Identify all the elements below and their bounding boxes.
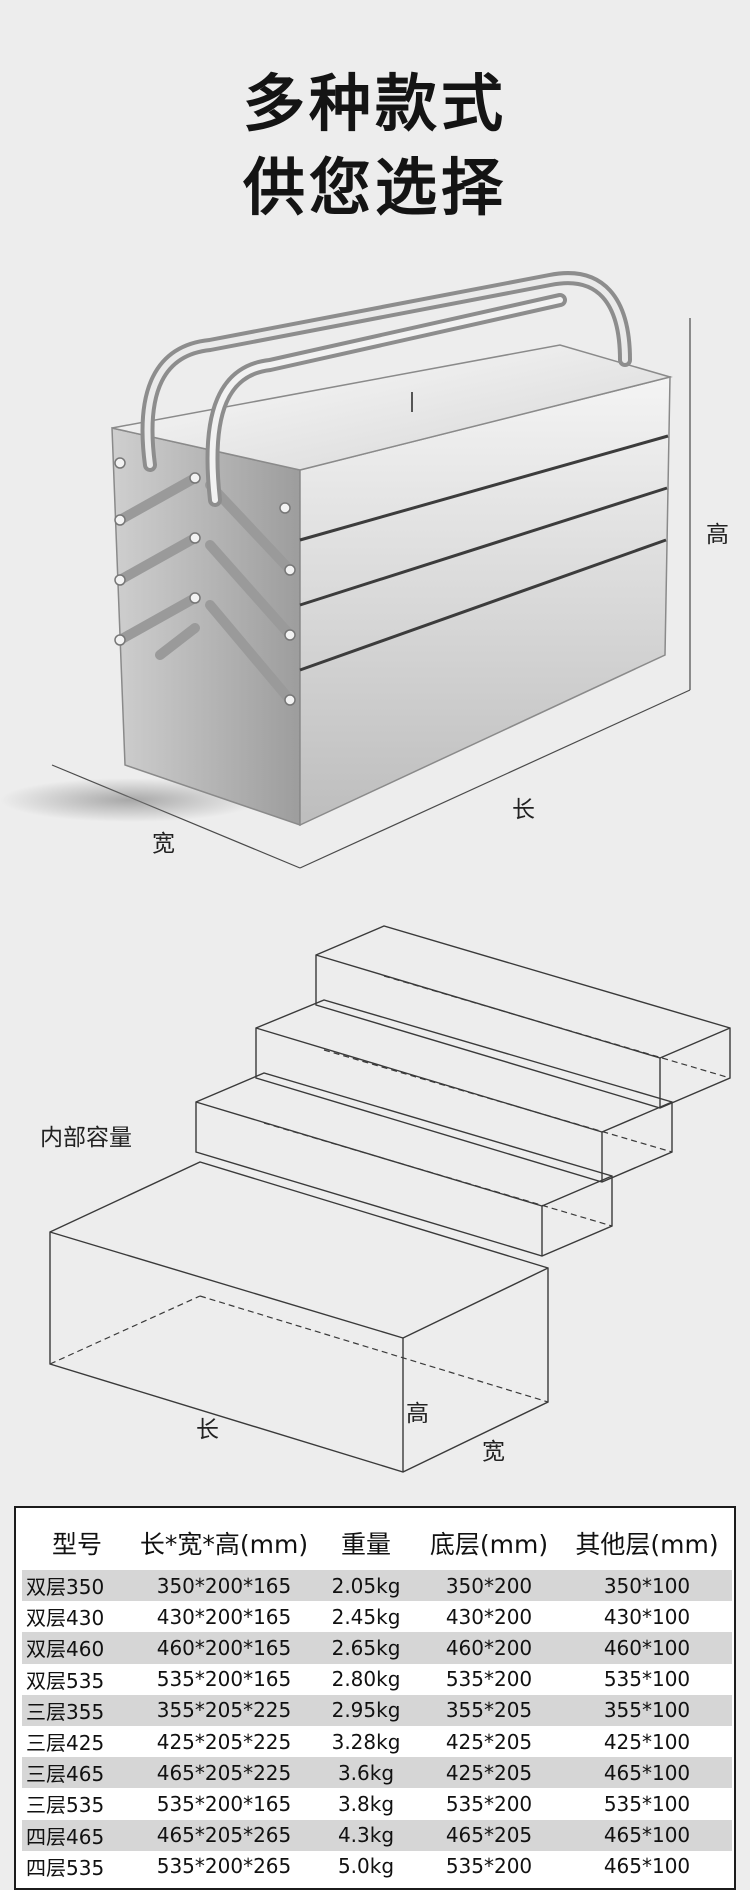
header-model: 型号 (51, 1530, 102, 1559)
cell-weight: 3.6kg (316, 1757, 416, 1789)
header-dimensions: 长*宽*高(mm) (139, 1530, 309, 1559)
cell-dimensions: 535*200*265 (156, 1854, 292, 1879)
cell-other-layers: 430*100 (603, 1604, 691, 1629)
cell-other-layers: 535*100 (603, 1667, 691, 1692)
table-row: 双层535 535*200*165 2.80kg 535*200 535*100 (22, 1664, 732, 1695)
cell-weight: 3.8kg (337, 1791, 395, 1816)
hidden-edges (49, 975, 731, 1403)
cell-other-layers: 465*100 (562, 1819, 732, 1851)
table-row: 三层425 425*205*225 3.28kg 425*205 425*100 (22, 1726, 732, 1757)
cell-bottom-layer: 535*200 (445, 1667, 533, 1692)
height-label: 高 (706, 522, 729, 548)
cell-model: 双层460 (22, 1632, 132, 1664)
cell-dimensions: 350*200*165 (132, 1570, 316, 1602)
tray-outlines (49, 925, 731, 1473)
table-row: 三层535 535*200*165 3.8kg 535*200 535*100 (22, 1788, 732, 1819)
cell-dimensions: 465*205*265 (132, 1819, 316, 1851)
cell-weight: 2.95kg (316, 1694, 416, 1726)
width-label: 宽 (152, 831, 175, 857)
cell-other-layers: 465*100 (603, 1854, 691, 1879)
cell-bottom-layer: 425*205 (445, 1729, 533, 1754)
cell-dimensions: 535*200*165 (156, 1667, 292, 1692)
table-row: 双层350 350*200*165 2.05kg 350*200 350*100 (22, 1570, 732, 1602)
internal-width-label: 宽 (482, 1439, 505, 1465)
cell-model: 三层425 (26, 1731, 105, 1756)
cell-other-layers: 460*100 (562, 1632, 732, 1664)
cell-bottom-layer: 535*200 (445, 1854, 533, 1879)
table-header-row: 型号 长*宽*高(mm) 重量 底层(mm) 其他层(mm) (22, 1516, 732, 1570)
table-row: 双层460 460*200*165 2.65kg 460*200 460*100 (22, 1632, 732, 1664)
cell-bottom-layer: 465*205 (416, 1819, 562, 1851)
internal-capacity-diagram (49, 925, 731, 1473)
cell-other-layers: 465*100 (562, 1757, 732, 1789)
header-bottom-layer: 底层(mm) (429, 1530, 549, 1559)
cell-bottom-layer: 460*200 (416, 1632, 562, 1664)
table-row: 三层355 355*205*225 2.95kg 355*205 355*100 (22, 1694, 732, 1726)
cell-model: 双层535 (26, 1668, 105, 1693)
cell-bottom-layer: 425*205 (416, 1757, 562, 1789)
header-other-layers: 其他层(mm) (575, 1530, 719, 1559)
headline-line-2: 供您选择 (242, 151, 507, 224)
cell-dimensions: 465*205*225 (132, 1757, 316, 1789)
table-row: 三层465 465*205*225 3.6kg 425*205 465*100 (22, 1757, 732, 1789)
cell-dimensions: 460*200*165 (132, 1632, 316, 1664)
cell-bottom-layer: 430*200 (445, 1604, 533, 1629)
cell-bottom-layer: 355*205 (416, 1694, 562, 1726)
cell-dimensions: 430*200*165 (156, 1604, 292, 1629)
internal-capacity-title: 内部容量 (40, 1125, 132, 1151)
toolbox-illustration (0, 271, 691, 869)
cell-dimensions: 355*205*225 (132, 1694, 316, 1726)
cell-model: 双层430 (26, 1606, 105, 1631)
internal-height-label: 高 (406, 1401, 429, 1427)
cell-weight: 4.3kg (316, 1819, 416, 1851)
cell-bottom-layer: 350*200 (416, 1570, 562, 1602)
cell-weight: 2.45kg (331, 1604, 401, 1629)
cell-other-layers: 355*100 (562, 1694, 732, 1726)
table-row: 双层430 430*200*165 2.45kg 430*200 430*100 (22, 1601, 732, 1632)
internal-length-label: 长 (196, 1417, 219, 1443)
cell-weight: 3.28kg (331, 1729, 401, 1754)
header-weight: 重量 (340, 1530, 391, 1559)
cell-other-layers: 425*100 (603, 1729, 691, 1754)
headline: 多种款式 供您选择 (0, 62, 750, 230)
cell-other-layers: 350*100 (562, 1570, 732, 1602)
cell-model: 三层355 (22, 1694, 132, 1726)
cell-model: 三层535 (26, 1793, 105, 1818)
spec-table: 型号 长*宽*高(mm) 重量 底层(mm) 其他层(mm) 双层350 350… (14, 1506, 736, 1890)
length-label: 长 (512, 797, 535, 823)
cell-model: 四层535 (26, 1855, 105, 1880)
headline-line-1: 多种款式 (242, 67, 507, 140)
cell-weight: 2.65kg (316, 1632, 416, 1664)
cell-weight: 2.80kg (331, 1667, 401, 1692)
cell-dimensions: 535*200*165 (156, 1791, 292, 1816)
cell-weight: 5.0kg (337, 1854, 395, 1879)
cell-model: 三层465 (22, 1757, 132, 1789)
cell-other-layers: 535*100 (603, 1791, 691, 1816)
cell-model: 双层350 (22, 1570, 132, 1602)
cell-bottom-layer: 535*200 (445, 1791, 533, 1816)
table-row: 四层465 465*205*265 4.3kg 465*205 465*100 (22, 1819, 732, 1851)
cell-model: 四层465 (22, 1819, 132, 1851)
cell-dimensions: 425*205*225 (156, 1729, 292, 1754)
cell-weight: 2.05kg (316, 1570, 416, 1602)
table-row: 四层535 535*200*265 5.0kg 535*200 465*100 (22, 1851, 732, 1882)
